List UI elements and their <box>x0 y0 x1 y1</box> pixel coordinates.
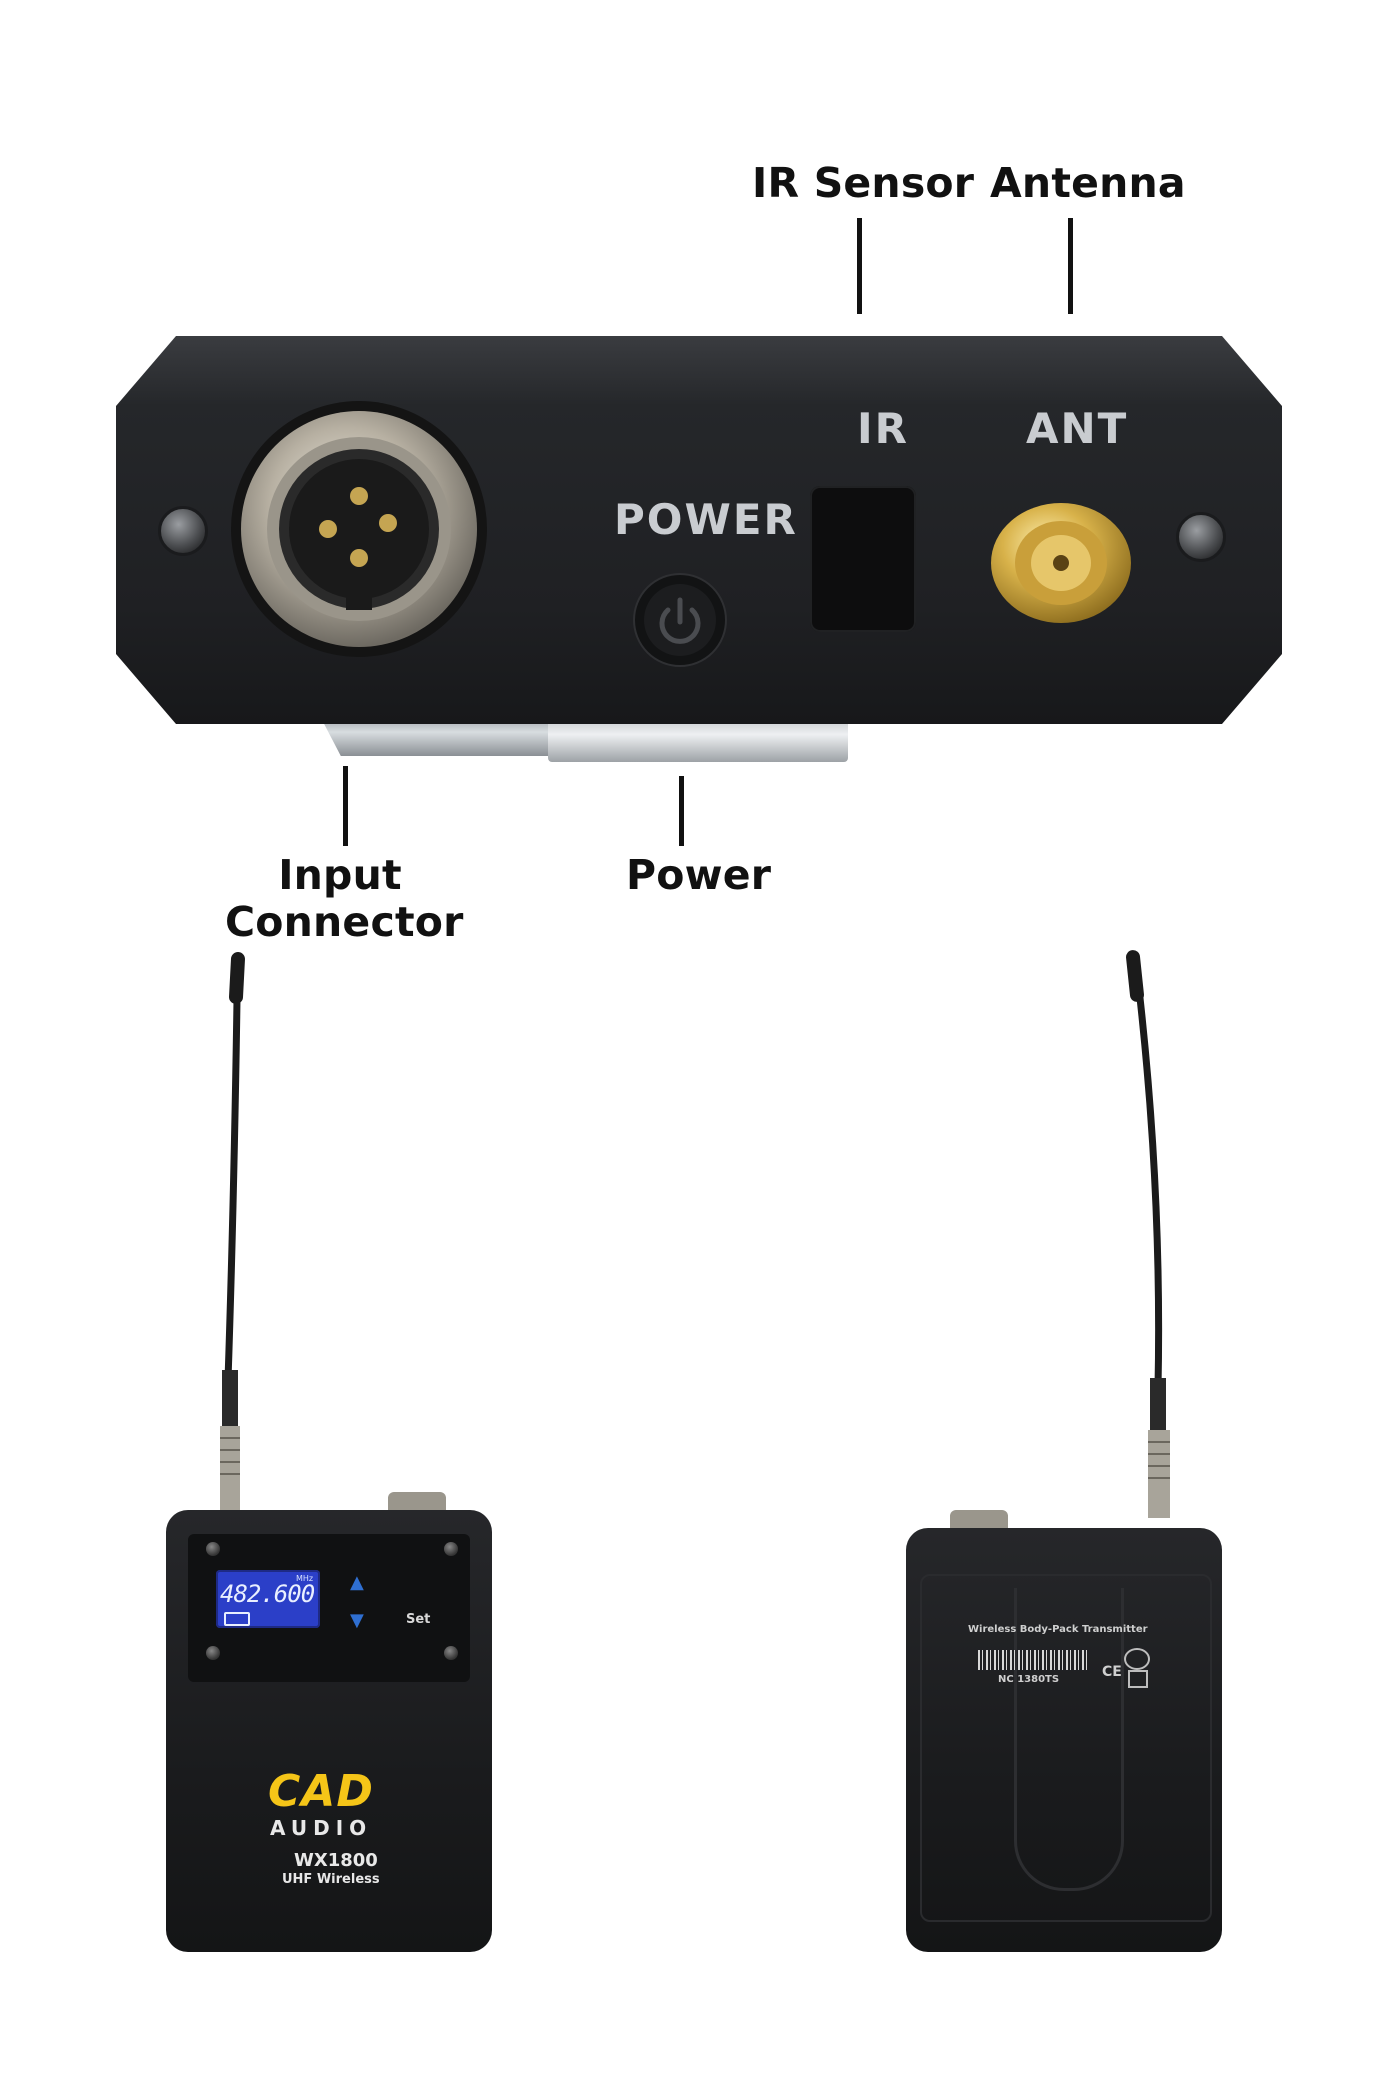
ir-sensor-leader-line <box>857 218 862 314</box>
brand-audio-logo: AUDIO <box>270 1816 373 1840</box>
rear-pack-antenna <box>1126 950 1170 1518</box>
ce-mark: CE <box>1102 1664 1122 1680</box>
input-connector-callout-line1: Input <box>278 851 402 899</box>
input-connector-leader-line <box>343 766 348 846</box>
set-button[interactable]: Set <box>406 1612 431 1627</box>
front-pack-antenna <box>220 952 245 1510</box>
belt-clip <box>920 1574 1212 1922</box>
rear-label-model: NC 1380TS <box>998 1674 1060 1685</box>
antenna-connector-icon <box>991 503 1131 623</box>
front-bodypack: MHz 482.600 ▲ ▼ Set CAD AUDIO WX1800 UHF… <box>166 1510 492 1952</box>
front-pack-input-jack <box>388 1492 446 1514</box>
barcode <box>978 1650 1088 1670</box>
rear-label-title: Wireless Body-Pack Transmitter <box>968 1624 1148 1635</box>
battery-icon <box>224 1612 250 1626</box>
antenna-callout: Antenna <box>990 159 1186 207</box>
down-arrow-button[interactable]: ▼ <box>350 1610 364 1631</box>
input-connector-icon <box>231 401 487 657</box>
ant-panel-label: ANT <box>1026 404 1129 453</box>
belt-clip-loop <box>1014 1588 1124 1891</box>
lcd-frequency: 482.600 <box>220 1580 315 1608</box>
ir-panel-label: IR <box>857 404 909 453</box>
model-name: WX1800 <box>294 1850 378 1871</box>
ir-sensor-window <box>810 486 916 632</box>
power-callout: Power <box>626 851 772 899</box>
brand-cad-logo: CAD <box>268 1766 374 1817</box>
recycle-icon <box>1128 1670 1148 1688</box>
rear-bodypack: Wireless Body-Pack Transmitter NC 1380TS… <box>906 1528 1222 1952</box>
lcd-unit: MHz <box>296 1574 314 1583</box>
input-connector-callout: Input Connector <box>225 851 464 947</box>
input-connector-callout-line2: Connector <box>225 898 464 947</box>
ir-sensor-callout: IR Sensor <box>752 159 975 207</box>
antenna-leader-line <box>1068 218 1073 314</box>
lcd-display: MHz 482.600 <box>216 1570 320 1628</box>
right-panel-screw <box>1176 512 1226 562</box>
model-subtitle: UHF Wireless <box>282 1872 380 1887</box>
power-panel-label: POWER <box>614 495 798 544</box>
power-button[interactable] <box>632 572 728 668</box>
up-arrow-button[interactable]: ▲ <box>350 1572 364 1593</box>
certification-icon <box>1124 1648 1150 1670</box>
rear-pack-input-jack <box>950 1510 1008 1532</box>
front-pack-screw-bl <box>206 1646 220 1660</box>
left-panel-screw <box>158 506 208 556</box>
front-pack-screw-tr <box>444 1542 458 1556</box>
front-pack-screw-tl <box>206 1542 220 1556</box>
power-leader-line <box>679 776 684 846</box>
front-pack-screw-br <box>444 1646 458 1660</box>
